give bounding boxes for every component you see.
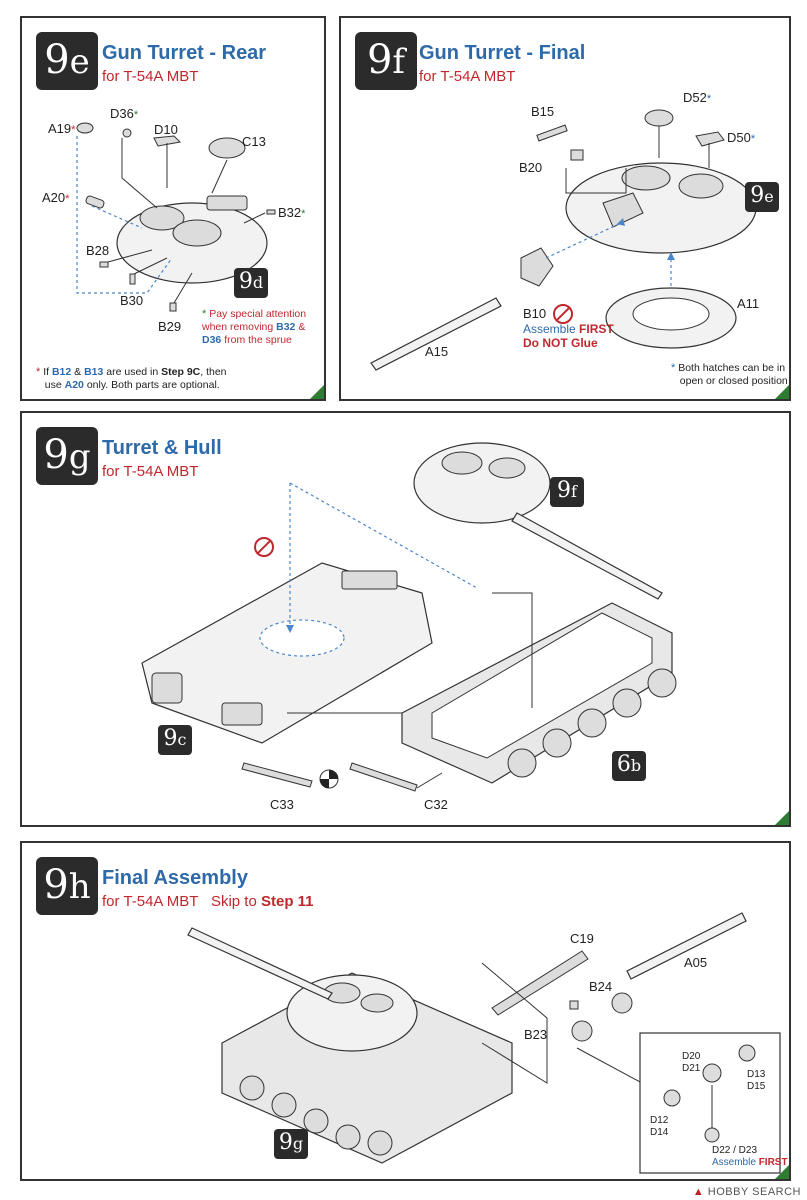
label-c13: C13 — [242, 134, 266, 149]
final-assembly-diagram — [187, 912, 781, 1174]
label-d22-d23: D22 / D23 — [712, 1145, 758, 1156]
removal-warning-note: * Pay special attention when removing B3… — [202, 308, 307, 346]
label-d52: D52* — [683, 90, 712, 105]
panel-subtitle: for T-54A MBT — [419, 68, 516, 85]
label-d10: D10 — [154, 122, 178, 137]
optional-parts-footnote: * If B12 & B13 are used in Step 9C, then… — [36, 366, 227, 391]
label-b24: B24 — [589, 979, 613, 994]
panel-subtitle: for T-54A MBT Skip to Step 11 — [102, 893, 314, 910]
panel-title: Turret & Hull — [102, 437, 222, 459]
label-b29: B29 — [158, 319, 182, 334]
turret-hull-diagram — [141, 442, 677, 792]
label-b10: B10 — [523, 306, 547, 321]
label-b20: B20 — [519, 160, 543, 175]
label-b32: B32* — [278, 205, 306, 220]
panel-corner-mark — [310, 385, 324, 399]
hatch-position-note: * Both hatches can be in open or closed … — [671, 362, 788, 387]
panel-title: Gun Turret - Final — [419, 42, 586, 64]
label-a15: A15 — [425, 344, 449, 359]
label-d36: D36* — [110, 106, 139, 121]
label-d50: D50* — [727, 130, 756, 145]
panel-corner-mark — [775, 385, 789, 399]
panel-corner-mark — [775, 1165, 789, 1179]
turret-rear-diagram — [76, 122, 276, 312]
turret-final-diagram — [370, 109, 757, 371]
label-a20: A20* — [42, 190, 70, 205]
panel-subtitle: for T-54A MBT — [102, 463, 199, 480]
assemble-first-note: Assemble FIRST — [712, 1157, 788, 1168]
panel-title: Final Assembly — [102, 867, 248, 889]
label-b23: B23 — [524, 1027, 548, 1042]
label-a11: A11 — [737, 296, 760, 311]
no-glue-icon — [553, 304, 573, 324]
label-b15: B15 — [531, 104, 555, 119]
no-glue-icon — [254, 537, 274, 557]
assemble-first-note: Assemble FIRST Do NOT Glue — [523, 322, 614, 350]
panel-title: Gun Turret - Rear — [102, 42, 267, 64]
label-b30: B30 — [120, 293, 144, 308]
label-c32: C32 — [424, 797, 448, 812]
panel-corner-mark — [775, 811, 789, 825]
label-a05: A05 — [684, 955, 708, 970]
watermark: ▲ HOBBY SEARCH — [692, 1186, 801, 1198]
label-c19: C19 — [570, 931, 594, 946]
panel-subtitle: for T-54A MBT — [102, 68, 199, 85]
label-c33: C33 — [270, 797, 294, 812]
label-b28: B28 — [86, 243, 110, 258]
label-a19: A19* — [48, 121, 76, 136]
